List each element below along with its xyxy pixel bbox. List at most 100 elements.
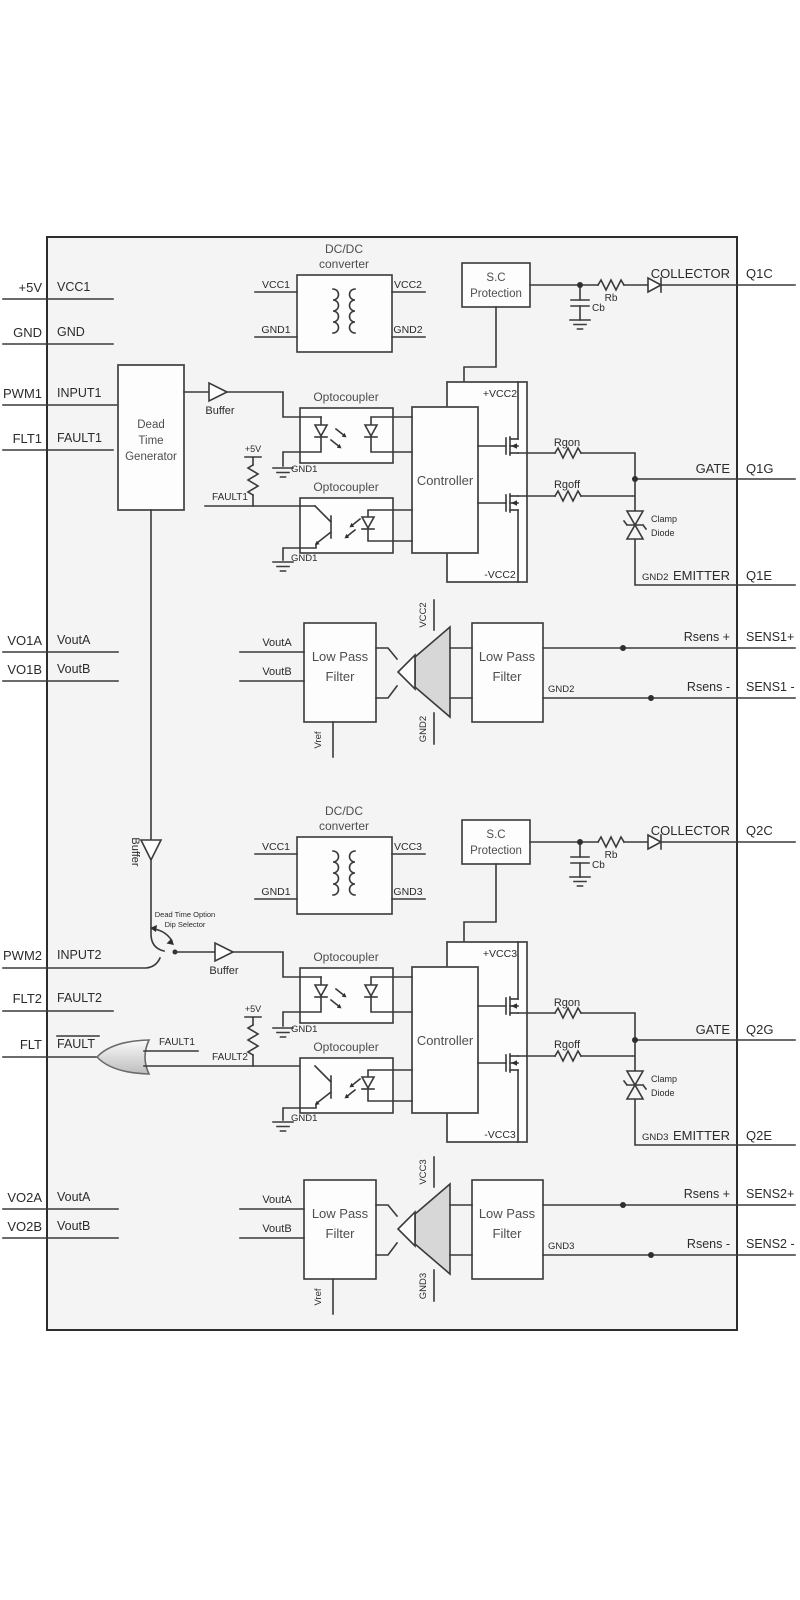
sc2-feed-wire bbox=[463, 863, 497, 943]
fault-or-gate bbox=[95, 1039, 151, 1075]
pin-vo1a: VO1A bbox=[7, 633, 42, 648]
vcc2-pos-label: +VCC2 bbox=[483, 388, 517, 400]
vcc3-pos-label: +VCC3 bbox=[483, 948, 517, 960]
pin-sens2n: SENS2 - bbox=[746, 1237, 795, 1251]
pin-gnd: GND bbox=[13, 325, 42, 340]
dcdc1-vcc1: VCC1 bbox=[262, 279, 290, 291]
pullup2-5v-label: +5V bbox=[245, 1004, 261, 1014]
pin-q2g: Q2G bbox=[746, 1022, 773, 1037]
opto3-input-wire bbox=[232, 951, 322, 978]
lpf1-title-2: Filter bbox=[326, 669, 356, 684]
dip-label-2: Dip Selector bbox=[165, 920, 206, 929]
fault2-net-label: FAULT2 bbox=[212, 1052, 248, 1063]
dead-time-generator bbox=[117, 364, 185, 511]
amp1-vcc-label: VCC2 bbox=[418, 602, 429, 627]
pin-flt1-internal: FAULT1 bbox=[57, 431, 102, 445]
rgon1-label: Rgon bbox=[554, 437, 580, 449]
pin-sens1p: SENS1+ bbox=[746, 630, 794, 644]
dtg-line3: Generator bbox=[125, 451, 177, 463]
dtg-line1: Dead bbox=[137, 419, 165, 431]
opto2-title: Optocoupler bbox=[313, 480, 378, 494]
lpf3-voutb-label: VoutB bbox=[262, 1223, 291, 1235]
dip-arrowhead-2 bbox=[166, 938, 174, 945]
pin-vo1b-internal: VoutB bbox=[57, 662, 90, 676]
amp1-gnd-label: GND2 bbox=[418, 716, 429, 742]
amp2-gnd-label: GND3 bbox=[418, 1273, 429, 1299]
lpf1-voutb-label: VoutB bbox=[262, 666, 291, 678]
rb2-label: Rb bbox=[605, 850, 618, 861]
rsens2-p-label: Rsens + bbox=[684, 1187, 730, 1201]
dcdc2-vcc3: VCC3 bbox=[394, 841, 422, 853]
dtg-switch-wire bbox=[150, 859, 165, 952]
lpf4-title-1: Low Pass bbox=[479, 1206, 536, 1221]
clamp2-label-2: Diode bbox=[651, 1088, 675, 1098]
lpf3-title-2: Filter bbox=[326, 1226, 356, 1241]
pin-gnd-internal: GND bbox=[57, 325, 85, 339]
sc1-title-2: Protection bbox=[470, 288, 522, 300]
rgon2-label: Rgon bbox=[554, 997, 580, 1009]
pin-vo2a-internal: VoutA bbox=[57, 1190, 91, 1204]
opto2-gnd1-label: GND1 bbox=[291, 553, 317, 564]
gate1-node bbox=[632, 476, 638, 482]
opto4-gnd1-label: GND1 bbox=[291, 1113, 317, 1124]
dip-label-1: Dead Time Option bbox=[155, 910, 215, 919]
pin-pwm1: PWM1 bbox=[3, 386, 42, 401]
buffer2-label: Buffer bbox=[209, 965, 238, 977]
pin-vo2b: VO2B bbox=[7, 1219, 42, 1234]
controller2-box bbox=[411, 966, 479, 1114]
emitter1-label: EMITTER bbox=[673, 568, 730, 583]
dcdc2-title-2: converter bbox=[319, 819, 369, 833]
lpf1-vouta-label: VoutA bbox=[262, 637, 292, 649]
dtg-line2: Time bbox=[138, 435, 163, 447]
pin-flt-internal-nfault: FAULT bbox=[57, 1037, 95, 1051]
pin-q1g: Q1G bbox=[746, 461, 773, 476]
cb1-label: Cb bbox=[592, 303, 605, 314]
gate1-label: GATE bbox=[696, 461, 731, 476]
or-fault1-label: FAULT1 bbox=[159, 1037, 195, 1048]
pin-flt2-internal: FAULT2 bbox=[57, 991, 102, 1005]
rgoff2-label: Rgoff bbox=[554, 1039, 581, 1051]
dip-arrowhead-1 bbox=[150, 925, 157, 932]
dcdc1-title-1: DC/DC bbox=[325, 242, 363, 256]
cb2-label: Cb bbox=[592, 860, 605, 871]
dcdc1-vcc2: VCC2 bbox=[394, 279, 422, 291]
opto3-title: Optocoupler bbox=[313, 950, 378, 964]
dcdc2-gnd3: GND3 bbox=[393, 886, 422, 898]
pin-q2e: Q2E bbox=[746, 1128, 772, 1143]
dcdc2-title-1: DC/DC bbox=[325, 804, 363, 818]
clamp1-label-1: Clamp bbox=[651, 514, 677, 524]
pin-flt2: FLT2 bbox=[13, 991, 42, 1006]
dcdc2-gnd1: GND1 bbox=[261, 886, 290, 898]
pin-vo2b-internal: VoutB bbox=[57, 1219, 90, 1233]
pin-flt1: FLT1 bbox=[13, 431, 42, 446]
rsens2-n-label: Rsens - bbox=[687, 1237, 730, 1251]
controller1-box bbox=[411, 406, 479, 554]
sc1-feed-wire bbox=[463, 306, 497, 383]
lpf2-title-1: Low Pass bbox=[479, 649, 536, 664]
pin-5v: +5V bbox=[19, 280, 43, 295]
left-pins: +5V VCC1 GND GND PWM1 INPUT1 FLT1 FAULT1… bbox=[2, 280, 162, 1239]
clamp2-label-1: Clamp bbox=[651, 1074, 677, 1084]
controller2-label: Controller bbox=[417, 1033, 474, 1048]
rb1-label: Rb bbox=[605, 293, 618, 304]
dcdc1-gnd1: GND1 bbox=[261, 324, 290, 336]
vcc2-neg-label: -VCC2 bbox=[484, 569, 516, 581]
pin-sens1n: SENS1 - bbox=[746, 680, 795, 694]
clamp1-label-2: Diode bbox=[651, 528, 675, 538]
rsens1-n-label: Rsens - bbox=[687, 680, 730, 694]
vcc3-neg-label: -VCC3 bbox=[484, 1129, 516, 1141]
amp2-vcc-label: VCC3 bbox=[418, 1159, 429, 1184]
pin-pwm2: PWM2 bbox=[3, 948, 42, 963]
pullup1-5v-label: +5V bbox=[245, 444, 261, 454]
pin-sens2p: SENS2+ bbox=[746, 1187, 794, 1201]
rsens1-p-label: Rsens + bbox=[684, 630, 730, 644]
pin-pwm2-line bbox=[2, 956, 162, 969]
sens2-gnd-label: GND3 bbox=[548, 1241, 574, 1252]
opto1-title: Optocoupler bbox=[313, 390, 378, 404]
sc2-title-2: Protection bbox=[470, 845, 522, 857]
fault1-net-label: FAULT1 bbox=[212, 492, 248, 503]
pin-vo1a-internal: VoutA bbox=[57, 633, 91, 647]
emitter2-gnd-label: GND3 bbox=[642, 1132, 668, 1143]
